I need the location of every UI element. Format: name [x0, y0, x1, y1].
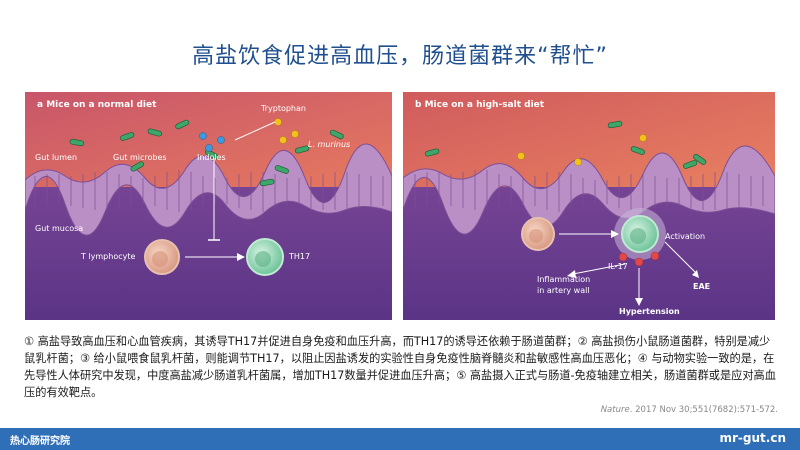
panel-a-heading: a Mice on a normal diet [37, 100, 156, 110]
footer-brand: 热心肠研究院 [10, 432, 70, 447]
footer-website-link[interactable]: mr-gut.cn [720, 431, 787, 445]
gut-lumen-label: Gut lumen [35, 153, 77, 162]
l-murinus-label: L. murinus [308, 140, 350, 149]
panel-a-illustration [25, 92, 392, 320]
panel-b-heading: b Mice on a high-salt diet [415, 100, 544, 110]
footer-bar: 热心肠研究院 mr-gut.cn [0, 428, 800, 450]
il17-label: IL-17 [608, 262, 628, 271]
t-lymphocyte-label: T lymphocyte [81, 252, 135, 261]
caption-text: ① 高盐导致高血压和心血管疾病，其诱导TH17并促进自身免疫和血压升高，而TH1… [24, 333, 780, 401]
tryptophan-label: Tryptophan [261, 104, 306, 113]
panel-b-figure: b Mice on a high-salt diet Activation IL… [403, 92, 775, 320]
gut-microbes-label: Gut microbes [113, 153, 167, 162]
th17-label: TH17 [289, 252, 310, 261]
hypertension-label: Hypertension [619, 307, 680, 316]
source-citation: Nature. 2017 Nov 30;551(7682):571-572. [601, 405, 778, 415]
inflammation-label-line2: in artery wall [537, 286, 590, 295]
page-title: 高盐饮食促进高血压，肠道菌群来“帮忙” [0, 38, 800, 70]
indoles-label: Indoles [197, 153, 226, 162]
source-journal: Nature [601, 405, 630, 415]
eae-label: EAE [693, 282, 710, 291]
panel-a-figure: a Mice on a normal diet Tryptophan L. mu… [25, 92, 392, 320]
source-details: . 2017 Nov 30;551(7682):571-572. [630, 405, 778, 415]
gut-mucosa-label: Gut mucosa [35, 224, 83, 233]
activated-th17-cell [614, 208, 666, 260]
activation-label: Activation [665, 232, 705, 241]
inflammation-label-line1: Inflammation [537, 275, 590, 284]
